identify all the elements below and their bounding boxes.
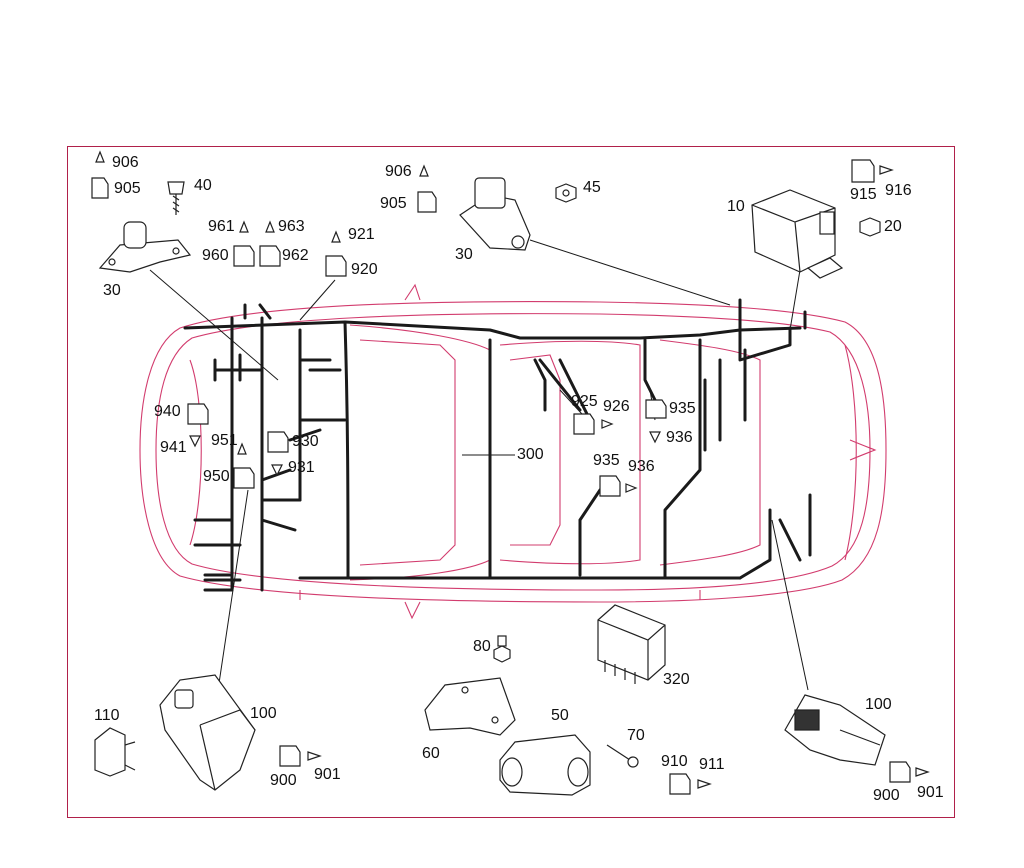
callout-100-right: 100 [865,696,892,713]
callout-926: 926 [603,398,630,415]
callout-961: 961 [208,218,235,235]
callout-10: 10 [727,198,745,215]
callout-941: 941 [160,439,187,456]
sensor-icon [459,177,531,251]
callout-930: 930 [292,433,319,450]
callout-962: 962 [282,247,309,264]
callout-921: 921 [348,226,375,243]
relay-plate-icon [94,727,136,777]
callout-40: 40 [194,177,212,194]
wiring-harness [183,298,812,592]
sensor-icon [159,674,256,791]
contact-pin-icon [239,220,341,243]
callout-110: 110 [94,707,120,724]
callout-915: 915 [850,186,877,203]
relay-plate-icon [597,604,666,684]
callout-963: 963 [278,218,305,235]
connector-housing-icon [851,159,875,183]
contact-pin-icon [879,165,894,175]
callout-911: 911 [699,756,725,773]
callout-80: 80 [473,638,491,655]
connector-housing-icon [233,245,347,277]
callout-905: 905 [114,180,141,197]
callout-901-right: 901 [917,784,944,801]
callout-901-left: 901 [314,766,341,783]
callout-916: 916 [885,182,912,199]
callout-925: 925 [571,393,598,410]
contact-pin-icon [95,150,105,163]
bolt-icon [606,744,639,768]
contact-pin-icon [307,751,930,789]
callout-70: 70 [627,727,645,744]
control-unit-icon [751,189,844,279]
connector-housing-icon [279,745,911,795]
callout-935-a: 935 [669,400,696,417]
callout-100-left: 100 [250,705,277,722]
connector-housing-icon [187,399,667,497]
contact-pin-icon [419,164,429,177]
leader-lines [149,239,809,691]
connector-housing-icon [91,177,109,199]
callout-320: 320 [663,671,690,688]
callout-920: 920 [351,261,378,278]
callout-950: 950 [203,468,230,485]
nut-icon [859,217,881,237]
bracket-icon [424,677,516,736]
connector-housing-icon [417,191,437,213]
nut-icon [555,183,577,203]
callout-30-top: 30 [455,246,473,263]
contact-pin-icon [189,419,661,493]
diagram-frame [67,146,955,818]
callout-940: 940 [154,403,181,420]
callout-936-b: 936 [628,458,655,475]
car-outline [139,283,887,620]
callout-30-left: 30 [103,282,121,299]
callout-300: 300 [517,446,544,463]
sensor-icon [499,734,591,796]
callout-931: 931 [288,459,315,476]
callout-906: 906 [112,154,139,171]
callout-20: 20 [884,218,902,235]
callout-936-a: 936 [666,429,693,446]
callout-951: 951 [211,432,238,449]
callout-900-left: 900 [270,772,297,789]
callout-906-top: 906 [385,163,412,180]
callout-900-right: 900 [873,787,900,804]
sensor-icon [784,694,886,766]
sensor-icon [98,221,192,273]
callout-60: 60 [422,745,440,762]
callout-50: 50 [551,707,569,724]
callout-960: 960 [202,247,229,264]
callout-910: 910 [661,753,688,770]
bolt-icon [167,181,185,215]
callout-45: 45 [583,179,601,196]
callout-935-b: 935 [593,452,620,469]
callout-905-top: 905 [380,195,407,212]
nut-icon [493,635,511,663]
